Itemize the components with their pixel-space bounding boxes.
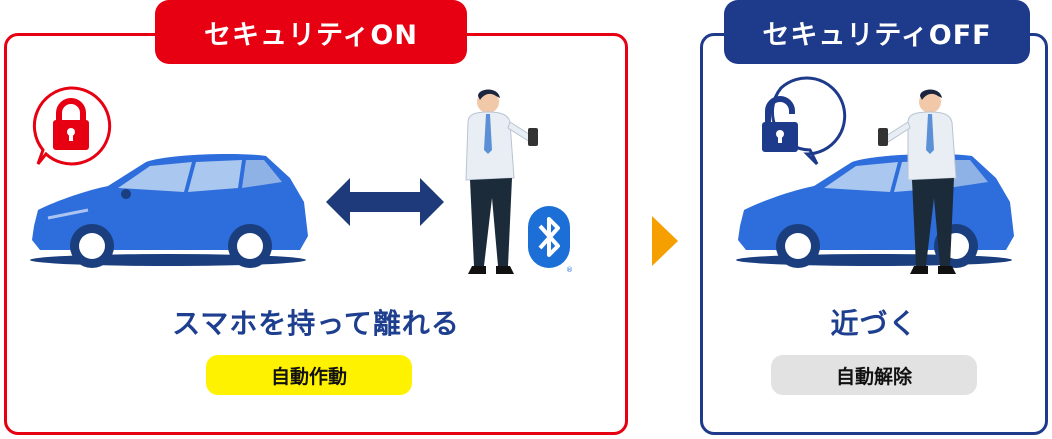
svg-text:®: ® bbox=[566, 266, 573, 274]
man-with-phone-illustration bbox=[465, 89, 538, 274]
car-illustration bbox=[30, 154, 308, 268]
bluetooth-icon: ® bbox=[528, 206, 573, 274]
security-off-title: セキュリティOFF bbox=[724, 0, 1030, 64]
auto-activate-badge: 自動作動 bbox=[206, 355, 412, 395]
unlock-icon bbox=[762, 76, 847, 166]
man-with-phone-illustration-off bbox=[878, 89, 957, 274]
double-arrow-icon bbox=[326, 178, 444, 226]
security-off-caption: 近づく bbox=[830, 307, 918, 340]
next-arrow-icon bbox=[652, 216, 678, 266]
security-on-title: セキュリティON bbox=[155, 0, 467, 64]
auto-release-badge: 自動解除 bbox=[771, 355, 977, 395]
security-on-caption: スマホを持って離れる bbox=[172, 307, 460, 340]
lock-icon bbox=[32, 86, 112, 166]
